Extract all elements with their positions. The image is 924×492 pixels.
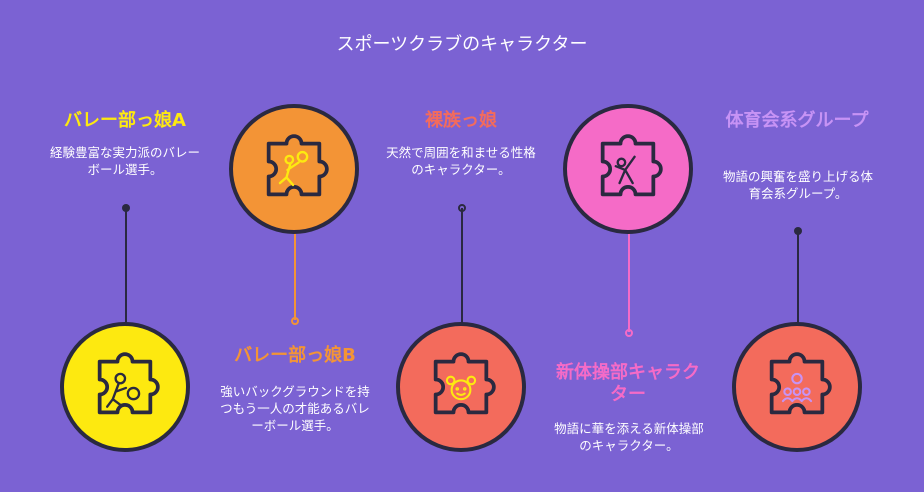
connector-dot-2 [291, 317, 299, 325]
volleyball-spike-icon [278, 150, 309, 187]
puzzle-piece-icon [769, 352, 832, 415]
puzzle-piece-icon [433, 352, 496, 415]
puzzle-node-2 [229, 104, 359, 234]
item-description-5: 物語の興奮を盛り上げる体育会系グループ。 [722, 169, 873, 201]
puzzle-node-3 [396, 322, 526, 452]
item-description-4: 物語に華を添える新体操部のキャラクター。 [554, 421, 704, 453]
connector-4 [628, 232, 630, 332]
gymnast-icon [614, 155, 636, 185]
item-heading-3: 裸族っ娘 [425, 110, 497, 131]
connector-3 [461, 208, 463, 343]
puzzle-node-1 [60, 322, 190, 452]
puzzle-node-4 [563, 104, 693, 234]
puzzle-node-5 [732, 322, 862, 452]
volleyball-player-icon [105, 372, 141, 408]
item-heading-2: バレー部っ娘B [234, 345, 356, 366]
item-description-3: 天然で周囲を和ませる性格のキャラクター。 [386, 145, 536, 177]
puzzle-piece-icon [600, 134, 663, 197]
connector-5 [797, 232, 799, 340]
puzzle-piece-icon [97, 352, 160, 415]
connector-dot-4 [625, 329, 633, 337]
puzzle-piece-icon [266, 134, 329, 197]
connector-2 [294, 232, 296, 320]
item-description-2: 強いバックグラウンドを持つもう一人の才能あるバレーボール選手。 [220, 384, 370, 433]
connector-dot-1 [122, 204, 130, 212]
item-heading-1: バレー部っ娘A [64, 110, 186, 131]
diagram-title: スポーツクラブのキャラクター [336, 34, 588, 55]
item-heading-5: 体育会系グループ [725, 110, 869, 131]
item-description-1: 経験豊富な実力派のバレーボール選手。 [50, 145, 201, 177]
girl-face-icon [445, 375, 477, 401]
connector-dot-3 [458, 204, 466, 212]
connector-dot-5 [794, 227, 802, 235]
connector-1 [125, 208, 127, 343]
team-group-icon [781, 372, 813, 403]
item-heading-4: 新体操部キャラクター [556, 362, 700, 405]
